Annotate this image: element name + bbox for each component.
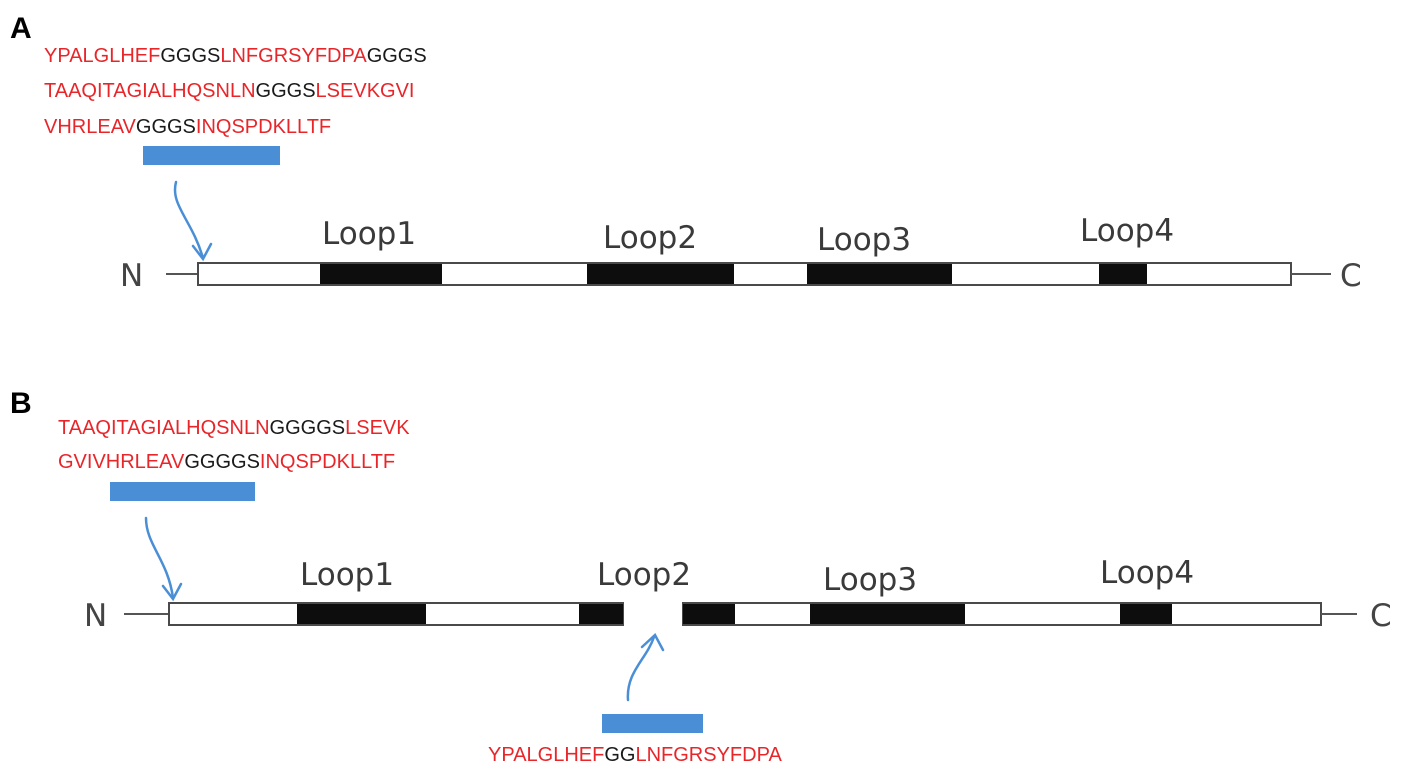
seq-line: TAAQITAGIALHQSNLNGGGGSLSEVK [58, 417, 410, 439]
sequence-segment: YPALGLHEF [488, 744, 604, 766]
sequence-segment: TAAQITAGIALHQSNLN [58, 417, 270, 439]
linker-segment: GGGGS [184, 451, 260, 473]
panel-a-label: A [10, 12, 32, 45]
loop1-block [320, 264, 442, 284]
sequence-segment: INQSPDKLLTF [196, 116, 331, 138]
sequence-segment: LSEVKGVI [316, 80, 415, 102]
panel-b: B TAAQITAGIALHQSNLNGGGGSLSEVK GVIVHRLEAV… [10, 387, 1392, 766]
linker-segment: GGGS [136, 116, 196, 138]
protein-backbone-right [682, 602, 1322, 626]
panel-b-label: B [10, 387, 32, 420]
loop4-block [1120, 604, 1172, 624]
seq-line: GVIVHRLEAVGGGGSINQSPDKLLTF [58, 451, 395, 473]
linker-segment: GGGGS [270, 417, 346, 439]
linker-segment: GGGS [160, 45, 220, 67]
sequence-segment: VHRLEAV [44, 116, 137, 138]
sequence-segment: TAAQITAGIALHQSNLN [44, 80, 256, 102]
loop3-label: Loop3 [817, 222, 911, 258]
c-terminus-label: C [1340, 258, 1362, 294]
panel-b-insert-sequence: TAAQITAGIALHQSNLNGGGGSLSEVK GVIVHRLEAVGG… [58, 417, 410, 473]
seq-line: YPALGLHEFGGGSLNFGRSYFDPAGGGS [44, 45, 427, 67]
loop3-label: Loop3 [823, 562, 917, 598]
linker-segment: GGGS [367, 45, 427, 67]
sequence-segment: LNFGRSYFDPA [635, 744, 782, 766]
loop4-label: Loop4 [1080, 213, 1174, 249]
sequence-segment: LNFGRSYFDPA [220, 45, 367, 67]
sequence-segment: YPALGLHEF [44, 45, 160, 67]
insert-bar [143, 146, 280, 165]
insertion-arrow-icon [144, 516, 183, 602]
seq-line: TAAQITAGIALHQSNLNGGGSLSEVKGVI [44, 80, 414, 102]
loop1-label: Loop1 [322, 216, 416, 252]
n-terminus-label: N [84, 598, 107, 634]
loop3-block [810, 604, 965, 624]
loop2-block-left [579, 604, 623, 624]
seq-line: VHRLEAVGGGSINQSPDKLLTF [44, 116, 331, 138]
loop2-block-right [683, 604, 735, 624]
loop2-label: Loop2 [597, 557, 691, 593]
loop3-block [807, 264, 952, 284]
loop4-block [1099, 264, 1147, 284]
insert-bar [110, 482, 255, 501]
loop2-seq-line: YPALGLHEFGGLNFGRSYFDPA [488, 744, 782, 766]
panel-a: A YPALGLHEFGGGSLNFGRSYFDPAGGGS TAAQITAGI… [10, 12, 1362, 294]
sequence-segment: LSEVK [345, 417, 410, 439]
linker-segment: GGGS [256, 80, 316, 102]
sequence-segment: GVIVHRLEAV [58, 451, 185, 473]
panel-a-insert-sequence: YPALGLHEFGGGSLNFGRSYFDPAGGGS TAAQITAGIAL… [44, 45, 427, 138]
loop2-insertion-arrow-icon [626, 632, 665, 702]
loop1-label: Loop1 [300, 557, 394, 593]
loop4-label: Loop4 [1100, 555, 1194, 591]
sequence-segment: INQSPDKLLTF [260, 451, 395, 473]
loop1-block [297, 604, 426, 624]
loop2-insert-bar [602, 714, 703, 733]
loop2-label: Loop2 [603, 220, 697, 256]
linker-segment: GG [604, 744, 635, 766]
n-terminus-label: N [120, 258, 143, 294]
loop2-block [587, 264, 734, 284]
c-terminus-label: C [1370, 598, 1392, 634]
insertion-arrow-icon [173, 180, 213, 262]
